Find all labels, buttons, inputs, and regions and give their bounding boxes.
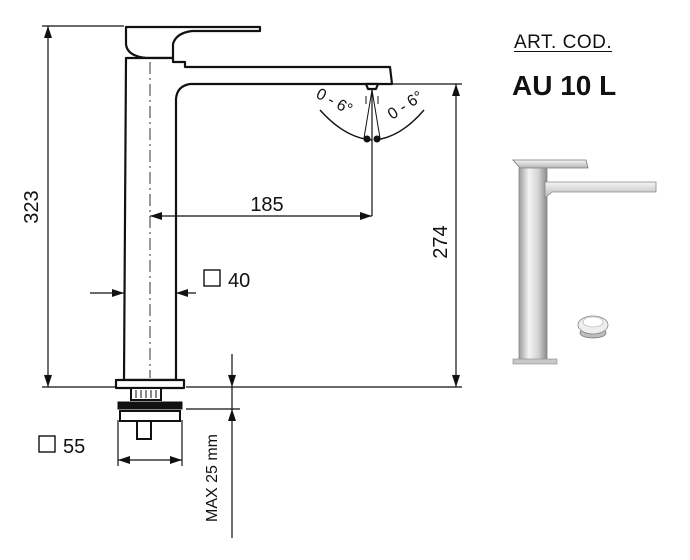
product-photo [512, 159, 657, 365]
drain-plug-photo [577, 315, 609, 339]
spout-height-label: 274 [430, 225, 452, 258]
article-code-heading: ART. COD. [514, 32, 613, 53]
fixing-set [117, 387, 183, 440]
square-section-icon [203, 269, 221, 287]
square-section-icon [38, 435, 56, 453]
max-thickness-label: MAX 25 mm [204, 434, 221, 522]
base-section-label: 55 [63, 436, 85, 458]
spout-reach-label: 185 [250, 194, 283, 216]
angle-label-left: 0 - 6° [313, 86, 355, 119]
body-section-label: 40 [228, 270, 250, 292]
angle-label-right: 0 - 6° [385, 88, 426, 123]
angle-indicator [319, 89, 425, 216]
dimension-arrows [44, 26, 460, 464]
faucet-outline [114, 25, 394, 390]
article-code-value: AU 10 L [512, 70, 617, 101]
total-height-label: 323 [21, 190, 43, 223]
